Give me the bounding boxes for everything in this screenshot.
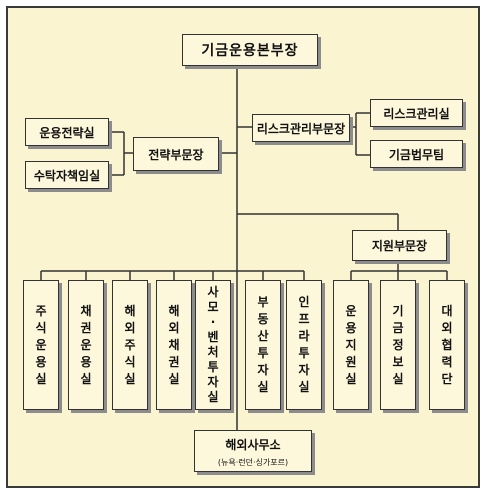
support-unit-label: 대외협력단 [441, 303, 453, 386]
investment-unit-box-7: 인프라투자실 [286, 280, 322, 410]
strategy-unit-box-2: 수탁자책임실 [25, 161, 109, 189]
risk-unit-box-2: 기금법무팀 [370, 140, 463, 168]
investment-unit-box-2: 채권운용실 [68, 280, 104, 410]
investment-unit-box-5: 사모·벤처투자실 [195, 280, 231, 410]
investment-unit-label: 부동산투자실 [257, 295, 269, 394]
risk-unit-label: 리스크관리실 [383, 106, 450, 121]
strategy-head-box: 전략부문장 [133, 137, 219, 171]
investment-unit-box-1: 주식운용실 [23, 280, 59, 410]
investment-unit-label: 인프라투자실 [298, 295, 310, 394]
risk-head-box: 리스크관리부문장 [252, 114, 350, 142]
risk-head-label: 리스크관리부문장 [256, 121, 346, 136]
strategy-head-label: 전략부문장 [148, 147, 204, 162]
support-unit-box-3: 대외협력단 [429, 280, 465, 410]
strategy-unit-box-1: 운용전략실 [25, 118, 109, 146]
strategy-unit-label: 운용전략실 [39, 125, 95, 140]
investment-unit-box-4: 해외채권실 [156, 280, 192, 410]
overseas-office-title: 해외사무소 [225, 438, 281, 452]
investment-unit-label: 사모·벤처투자실 [207, 285, 219, 404]
risk-unit-label: 기금법무팀 [388, 147, 445, 162]
overseas-office-box: 해외사무소 (뉴욕·런던·싱가포르) [194, 430, 312, 472]
fund-cio-box: 기금운용본부장 [182, 34, 318, 66]
investment-unit-box-6: 부동산투자실 [245, 280, 281, 410]
investment-unit-label: 주식운용실 [35, 303, 47, 386]
investment-unit-box-3: 해외주식실 [112, 280, 148, 410]
strategy-unit-label: 수탁자책임실 [33, 168, 101, 183]
support-unit-box-1: 운용지원실 [333, 280, 369, 410]
investment-unit-label: 해외주식실 [124, 303, 136, 386]
support-unit-label: 기금정보실 [392, 303, 404, 386]
risk-unit-box-1: 리스크관리실 [370, 99, 463, 127]
support-unit-label: 운용지원실 [345, 303, 357, 386]
support-head-box: 지원부문장 [352, 230, 447, 261]
fund-cio-label: 기금운용본부장 [201, 43, 299, 59]
investment-unit-label: 해외채권실 [168, 303, 180, 386]
support-unit-box-2: 기금정보실 [380, 280, 416, 410]
investment-unit-label: 채권운용실 [80, 303, 92, 386]
support-head-label: 지원부문장 [371, 239, 428, 253]
overseas-office-cities: (뉴욕·런던·싱가포르) [217, 458, 289, 467]
